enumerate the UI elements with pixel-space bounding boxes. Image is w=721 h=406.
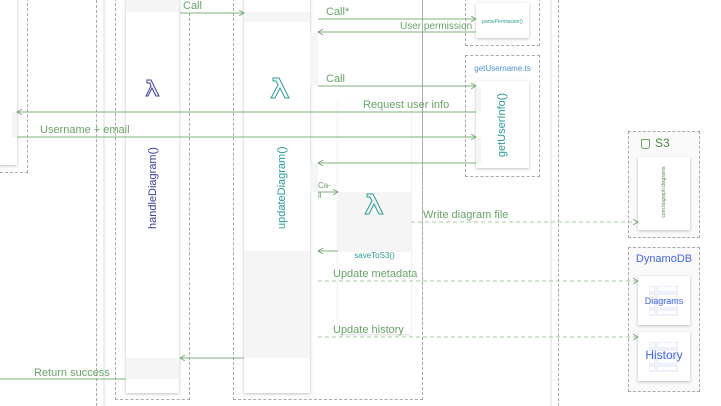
message-username-email: Username + email (40, 124, 130, 136)
lambda-icon (270, 77, 290, 99)
parse-permission-card (476, 3, 529, 38)
activation (476, 87, 481, 112)
s3-bucket-card (638, 157, 690, 230)
message-call-star: Call* (326, 6, 350, 18)
get-username-file: getUsername.ts (474, 64, 531, 73)
save-to-s3-label: saveToS3() (354, 251, 395, 260)
parse-permission-label: parsePermission() (482, 19, 523, 25)
activation (338, 192, 411, 252)
dynamodb-title: DynamoDB (635, 253, 693, 265)
message-update-history: Update history (333, 324, 404, 336)
message-update-metadata: Update metadata (333, 268, 418, 280)
activation (476, 137, 481, 163)
update-diagram-group (233, 0, 423, 400)
get-user-info-card (476, 81, 529, 168)
activation (244, 251, 310, 358)
activation (126, 358, 179, 379)
message-write-file: Write diagram file (423, 209, 509, 221)
parse-permission-group (465, 0, 540, 46)
activation (310, 163, 318, 192)
message-call-getuser: Call (326, 73, 345, 85)
activation (244, 12, 310, 22)
divider (103, 0, 105, 406)
s3-title: S3 (655, 136, 670, 150)
client-activation (12, 112, 17, 137)
activation (310, 33, 318, 86)
activation (126, 0, 179, 12)
bucket-icon (641, 139, 650, 149)
lifeline (96, 0, 97, 406)
message-request-user-info: Request user info (363, 99, 450, 111)
get-username-group (465, 55, 540, 177)
message-call-top: Call (182, 0, 203, 12)
table-icon (649, 342, 678, 372)
message-user-permission: User permission (400, 21, 473, 32)
divider (550, 0, 552, 406)
handle-diagram-card (126, 0, 179, 393)
diagrams-table-label: Diagrams (644, 296, 684, 306)
table-icon (649, 286, 678, 316)
lifeline (558, 0, 559, 406)
message-return-success: Return success (34, 367, 110, 379)
handle-diagram-group (115, 0, 190, 400)
message-call-save: Ca- ll (318, 181, 331, 200)
client-group (0, 0, 28, 173)
history-table-label: History (645, 348, 683, 362)
lambda-icon (364, 193, 384, 215)
lambda-icon (145, 79, 160, 97)
